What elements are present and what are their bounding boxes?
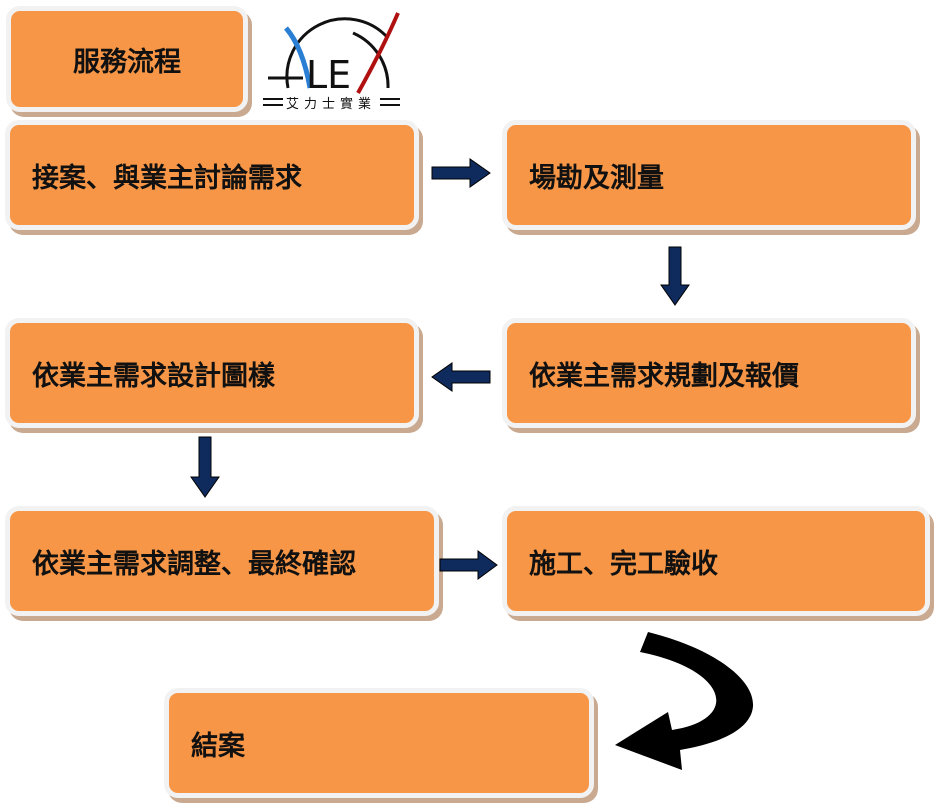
alex-logo: LE 艾力士實業 bbox=[258, 8, 408, 113]
step-text: 依業主需求設計圖樣 bbox=[32, 360, 275, 392]
step-text: 結案 bbox=[191, 730, 245, 762]
step-text: 接案、與業主討論需求 bbox=[32, 162, 302, 194]
step-text: 施工、完工驗收 bbox=[529, 548, 718, 580]
step-text: 依業主需求調整、最終確認 bbox=[32, 548, 356, 580]
arrow-left-icon bbox=[431, 362, 491, 392]
svg-text:LE: LE bbox=[306, 53, 351, 97]
step-box-2: 場勘及測量 bbox=[502, 120, 916, 230]
arrow-right-icon bbox=[439, 550, 498, 580]
title-text: 服務流程 bbox=[73, 46, 181, 78]
step-box-3: 依業主需求規劃及報價 bbox=[502, 318, 916, 428]
title-box: 服務流程 bbox=[6, 6, 248, 112]
curved-arrow-icon bbox=[615, 632, 754, 770]
step-box-6: 施工、完工驗收 bbox=[502, 506, 930, 616]
step-text: 場勘及測量 bbox=[529, 162, 664, 194]
step-box-1: 接案、與業主討論需求 bbox=[5, 120, 419, 230]
step-box-7: 結案 bbox=[164, 688, 594, 798]
logo-subtitle: 艾力士實業 bbox=[286, 96, 376, 112]
arrow-right-icon bbox=[431, 158, 491, 188]
step-text: 依業主需求規劃及報價 bbox=[529, 360, 799, 392]
arrow-down-icon bbox=[660, 246, 690, 306]
step-box-5: 依業主需求調整、最終確認 bbox=[5, 506, 439, 616]
step-box-4: 依業主需求設計圖樣 bbox=[5, 318, 419, 428]
arrow-down-icon bbox=[190, 436, 220, 498]
